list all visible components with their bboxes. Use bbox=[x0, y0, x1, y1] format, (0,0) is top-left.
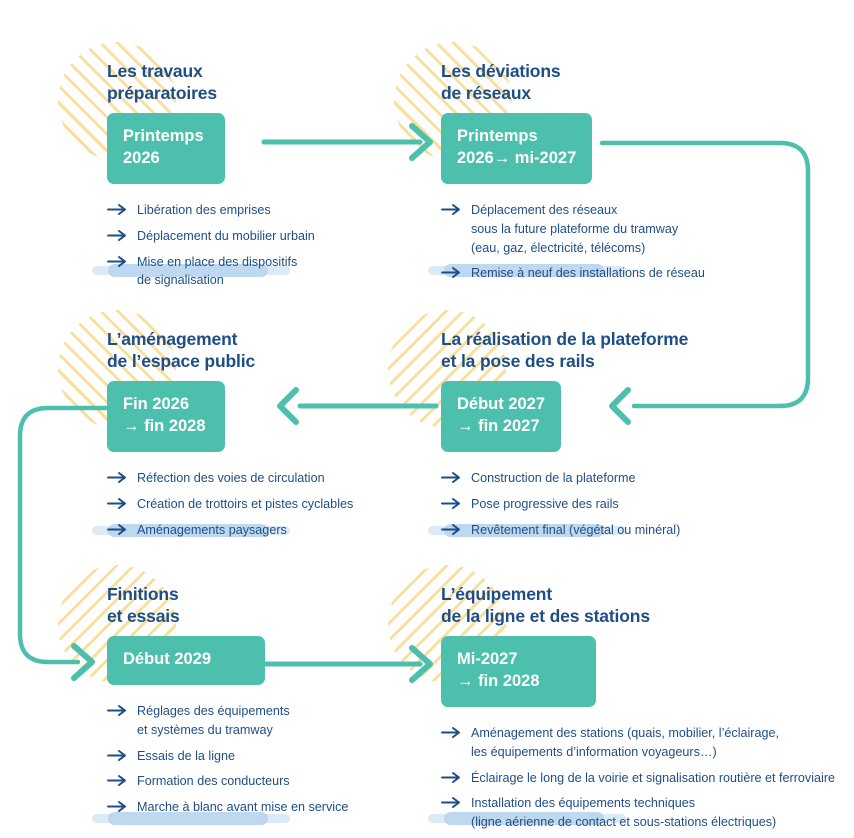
list-item: Installation des équipements techniques … bbox=[441, 794, 841, 831]
block-period-badge: Printemps 2026 bbox=[107, 113, 225, 185]
arrow-right-icon bbox=[107, 496, 128, 511]
block-period-badge: Début 2027 → fin 2027 bbox=[441, 381, 562, 453]
block-title: Les travaux préparatoires bbox=[107, 61, 217, 104]
arrow-right-icon bbox=[107, 703, 128, 718]
block-title: L’équipement de la ligne et des stations bbox=[441, 584, 650, 627]
arrow-right-icon bbox=[441, 202, 462, 217]
list-item: Réglages des équipements et systèmes du … bbox=[107, 702, 407, 739]
arrow-right-icon bbox=[441, 795, 462, 810]
list-item: Remise à neuf des installations de résea… bbox=[441, 264, 771, 283]
list-item: Déplacement du mobilier urbain bbox=[107, 227, 407, 246]
block-period-badge: Mi-2027 → fin 2028 bbox=[441, 636, 596, 708]
list-item: Réfection des voies de circulation bbox=[107, 469, 417, 488]
arrow-right-icon bbox=[441, 496, 462, 511]
block-period-badge: Début 2029 bbox=[107, 636, 265, 686]
timeline-block-deviations-reseaux: Les déviations de réseaux Printemps 2026… bbox=[441, 60, 771, 290]
list-item-label: Libération des emprises bbox=[137, 203, 271, 218]
block-item-list: Construction de la plateforme Pose progr… bbox=[441, 469, 781, 539]
list-item-label: Aménagement des stations (quais, mobilie… bbox=[471, 726, 780, 759]
arrow-right-icon bbox=[441, 522, 462, 537]
block-title: Finitions et essais bbox=[107, 584, 180, 627]
list-item: Aménagement des stations (quais, mobilie… bbox=[441, 724, 841, 761]
list-item: Pose progressive des rails bbox=[441, 495, 781, 514]
list-item: Mise en place des dispositifs de signali… bbox=[107, 253, 407, 290]
list-item: Création de trottoirs et pistes cyclable… bbox=[107, 495, 417, 514]
timeline-block-finitions-essais: Finitions et essais Début 2029 Réglages … bbox=[107, 583, 407, 824]
arrow-right-icon bbox=[107, 522, 128, 537]
arrow-right-icon bbox=[441, 770, 462, 785]
arrow-right-icon bbox=[107, 202, 128, 217]
block-item-list: Aménagement des stations (quais, mobilie… bbox=[441, 724, 841, 831]
arrow-right-icon bbox=[441, 725, 462, 740]
list-item-label: Réglages des équipements et systèmes du … bbox=[137, 704, 290, 737]
arrow-right-icon bbox=[107, 773, 128, 788]
list-item: Marche à blanc avant mise en service bbox=[107, 798, 407, 817]
block-title: L’aménagement de l’espace public bbox=[107, 329, 256, 372]
connector-arrow-3-to-5 bbox=[17, 405, 111, 681]
arrow-right-icon bbox=[441, 265, 462, 280]
arrow-right-icon bbox=[441, 470, 462, 485]
list-item-label: Marche à blanc avant mise en service bbox=[137, 799, 349, 814]
list-item-label: Réfection des voies de circulation bbox=[137, 471, 325, 486]
list-item-label: Mise en place des dispositifs de signali… bbox=[137, 254, 298, 288]
block-title: La réalisation de la plateforme et la po… bbox=[441, 329, 689, 372]
list-item-label: Revêtement final (végétal ou minéral) bbox=[471, 522, 681, 537]
list-item-label: Formation des conducteurs bbox=[137, 774, 290, 789]
block-item-list: Libération des emprises Déplacement du m… bbox=[107, 201, 407, 290]
arrow-right-icon bbox=[107, 254, 128, 269]
block-item-list: Réfection des voies de circulation Créat… bbox=[107, 469, 417, 539]
list-item-label: Création de trottoirs et pistes cyclable… bbox=[137, 496, 354, 511]
timeline-block-amenagement-espace-public: L’aménagement de l’espace public Fin 202… bbox=[107, 328, 417, 546]
list-item: Formation des conducteurs bbox=[107, 772, 407, 791]
arrow-right-icon bbox=[107, 748, 128, 763]
list-item-label: Construction de la plateforme bbox=[471, 471, 636, 486]
block-title: Les déviations de réseaux bbox=[441, 61, 561, 104]
block-item-list: Déplacement des réseaux sous la future p… bbox=[441, 201, 771, 283]
timeline-block-travaux-preparatoires: Les travaux préparatoires Printemps 2026… bbox=[107, 60, 407, 297]
list-item-label: Installation des équipements techniques … bbox=[471, 796, 777, 829]
list-item-label: Pose progressive des rails bbox=[471, 496, 619, 511]
arrow-right-icon bbox=[107, 799, 128, 814]
block-period-badge: Fin 2026 → fin 2028 bbox=[107, 381, 225, 453]
list-item: Éclairage le long de la voirie et signal… bbox=[441, 769, 841, 788]
timeline-block-equipement-ligne-stations: L’équipement de la ligne et des stations… bbox=[441, 583, 841, 838]
arrow-right-icon bbox=[107, 470, 128, 485]
list-item-label: Éclairage le long de la voirie et signal… bbox=[471, 770, 836, 785]
block-period-badge: Printemps 2026→ mi-2027 bbox=[441, 113, 593, 185]
list-item-label: Déplacement du mobilier urbain bbox=[137, 228, 315, 243]
arrow-right-icon bbox=[107, 228, 128, 243]
list-item: Revêtement final (végétal ou minéral) bbox=[441, 521, 781, 540]
list-item-label: Aménagements paysagers bbox=[137, 522, 287, 537]
list-item: Construction de la plateforme bbox=[441, 469, 781, 488]
timeline-block-realisation-plateforme: La réalisation de la plateforme et la po… bbox=[441, 328, 781, 546]
list-item: Libération des emprises bbox=[107, 201, 407, 220]
list-item-label: Essais de la ligne bbox=[137, 748, 236, 763]
list-item-label: Remise à neuf des installations de résea… bbox=[471, 266, 705, 281]
list-item: Déplacement des réseaux sous la future p… bbox=[441, 201, 771, 257]
list-item: Essais de la ligne bbox=[107, 747, 407, 766]
list-item: Aménagements paysagers bbox=[107, 521, 417, 540]
list-item-label: Déplacement des réseaux sous la future p… bbox=[471, 203, 679, 255]
block-item-list: Réglages des équipements et systèmes du … bbox=[107, 702, 407, 816]
